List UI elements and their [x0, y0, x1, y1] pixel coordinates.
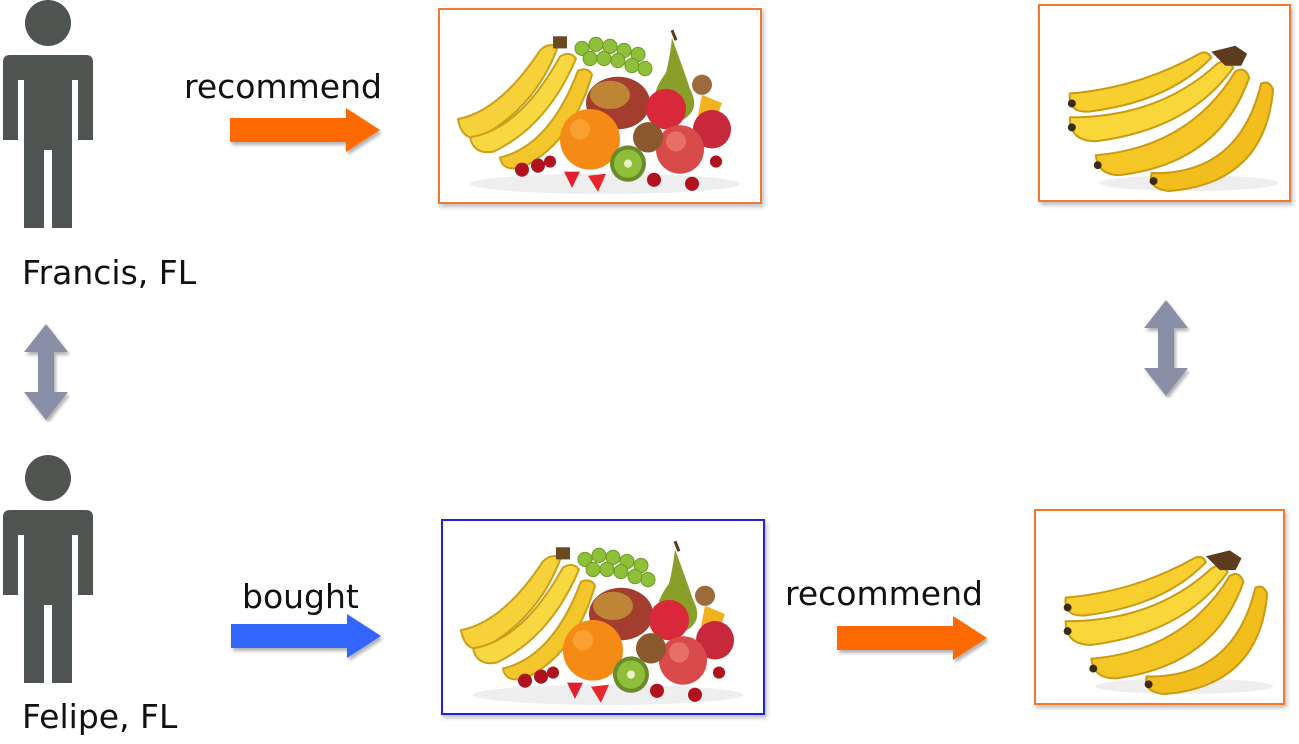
recommend-arrow-bottom — [837, 616, 987, 660]
recommended-item-bananas-bottom — [1034, 509, 1285, 705]
banana-bunch-image — [1040, 6, 1289, 200]
recommended-item-fruit-top — [438, 8, 762, 204]
bought-arrow — [231, 614, 381, 658]
item-bananas-top — [1038, 4, 1291, 202]
banana-bunch-image — [1036, 511, 1283, 703]
person-icon-felipe — [0, 455, 96, 685]
user-name-felipe: Felipe, FL — [22, 697, 178, 736]
person-icon-francis — [0, 0, 96, 230]
mixed-fruit-image — [440, 10, 760, 202]
user-name-francis: Francis, FL — [22, 253, 197, 292]
recommend-arrow-top — [230, 108, 380, 152]
bought-item-fruit — [441, 519, 765, 715]
user-similarity-arrow — [24, 324, 68, 420]
item-similarity-arrow — [1144, 300, 1188, 396]
recommend-label-top: recommend — [184, 67, 382, 106]
recommend-label-bottom: recommend — [785, 574, 983, 613]
bought-label: bought — [242, 577, 359, 616]
mixed-fruit-image — [443, 521, 763, 713]
